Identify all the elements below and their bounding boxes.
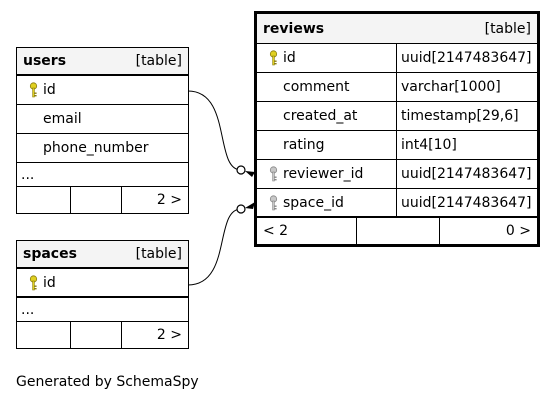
reviews-column-reviewer-id[interactable]: reviewer_id uuid[2147483647]: [257, 160, 537, 189]
spaces-ellipsis-row: ...: [17, 298, 188, 322]
column-name: id: [43, 274, 56, 291]
reviews-column-rating[interactable]: rating int4[10]: [257, 131, 537, 160]
primary-key-icon: [23, 82, 43, 98]
children-count[interactable]: 0 >: [505, 223, 531, 239]
spaces-table-header: spaces [table]: [17, 241, 188, 269]
spaces-footer: 2 >: [17, 322, 188, 348]
spaces-table[interactable]: spaces [table] id ... 2 >: [16, 240, 189, 349]
users-column-email[interactable]: email: [17, 105, 188, 134]
ellipsis: ...: [21, 166, 35, 183]
ellipsis: ...: [21, 301, 35, 318]
column-type: uuid[2147483647]: [401, 50, 532, 66]
users-table[interactable]: users [table] id email phone_number ... …: [16, 47, 189, 214]
parents-count[interactable]: < 2: [257, 218, 357, 244]
reviews-table[interactable]: reviews [table] id uuid[2147483647] comm…: [254, 11, 540, 247]
foreign-key-icon: [263, 194, 283, 211]
users-ellipsis-row: ...: [17, 163, 188, 187]
column-name: phone_number: [43, 140, 149, 156]
column-name: email: [43, 111, 82, 127]
column-type: varchar[1000]: [401, 79, 501, 95]
users-column-phone-number[interactable]: phone_number: [17, 134, 188, 163]
column-type: timestamp[29,6]: [401, 108, 519, 124]
users-footer: 2 >: [17, 187, 188, 213]
table-name: reviews: [263, 20, 325, 37]
edge-spaces-reviews: [187, 208, 242, 286]
table-name: spaces: [23, 246, 77, 262]
table-kind: [table]: [135, 53, 182, 69]
column-type: uuid[2147483647]: [401, 166, 532, 182]
foreign-key-icon: [263, 166, 283, 182]
edge-users-reviews: [187, 90, 242, 171]
reviews-column-space-id[interactable]: space_id uuid[2147483647]: [257, 189, 537, 218]
reviews-column-created-at[interactable]: created_at timestamp[29,6]: [257, 102, 537, 131]
spaces-column-id[interactable]: id: [17, 269, 188, 298]
users-column-id[interactable]: id: [17, 76, 188, 105]
column-name: space_id: [283, 194, 344, 211]
users-table-header: users [table]: [17, 48, 188, 76]
edge-users-reviews-circle: [236, 165, 246, 175]
column-name: created_at: [283, 108, 358, 124]
edge-users-reviews-crowfoot: [245, 171, 255, 177]
reviews-table-header: reviews [table]: [257, 14, 537, 44]
edge-spaces-reviews-crowfoot: [245, 202, 255, 209]
edge-spaces-reviews-circle: [236, 204, 246, 214]
generated-by-text: Generated by SchemaSpy: [16, 374, 199, 390]
column-type: int4[10]: [401, 137, 457, 153]
column-name: reviewer_id: [283, 166, 364, 182]
column-name: id: [283, 50, 296, 66]
reviews-column-comment[interactable]: comment varchar[1000]: [257, 73, 537, 102]
reviews-column-id[interactable]: id uuid[2147483647]: [257, 44, 537, 73]
column-name: comment: [283, 79, 350, 95]
reviews-footer: < 2 0 >: [257, 218, 537, 244]
table-kind: [table]: [135, 246, 182, 262]
column-type: uuid[2147483647]: [401, 194, 532, 211]
column-name: id: [43, 82, 56, 98]
column-name: rating: [283, 137, 325, 153]
table-name: users: [23, 53, 67, 69]
primary-key-icon: [23, 274, 43, 291]
primary-key-icon: [263, 50, 283, 66]
table-kind: [table]: [484, 20, 531, 37]
children-count[interactable]: 2 >: [156, 327, 182, 343]
children-count[interactable]: 2 >: [156, 192, 182, 208]
